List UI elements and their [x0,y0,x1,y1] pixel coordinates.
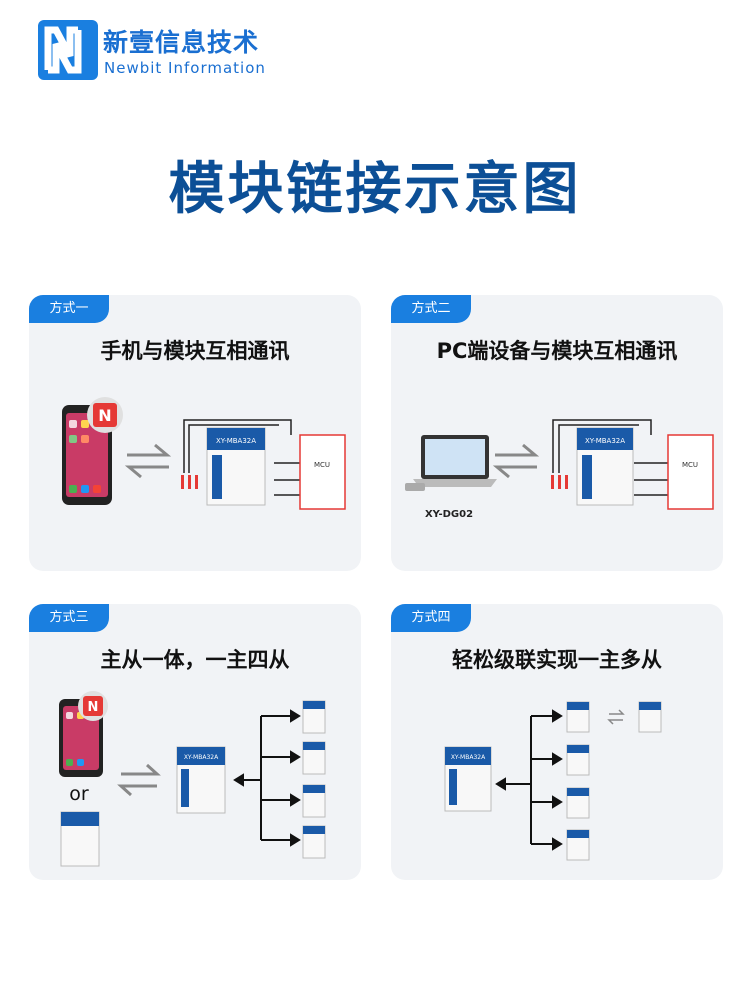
module-icon: XY-MBA32A [206,427,266,506]
module-label: XY-MBA32A [451,754,486,761]
cascade-diagram: XY-MBA32A [444,701,662,861]
panel-method-1: 方式一 手机与模块互相通讯 N [29,295,361,571]
phone-badge-icon: N [87,397,123,433]
newbit-logo-icon [38,20,98,80]
slave-module-icon [302,700,326,859]
brand-name-cn: 新壹信息技术 [103,28,260,57]
bidirectional-arrow-icon [492,443,540,479]
or-label: or [69,783,89,805]
panel-title: 主从一体，一主四从 [100,648,290,672]
bidirectional-arrow-icon [607,709,625,725]
bidirectional-arrow-icon [124,443,172,479]
method-tag: 方式三 [29,604,109,632]
topology-diagram: N or XY-MBA32A [59,691,326,867]
module-icon: XY-MBA32A [576,427,634,506]
connector-lines [495,709,563,851]
connection-diagram: N XY-MBA32A MCU [62,397,346,510]
badge-letter: N [98,406,111,425]
mcu-icon: MCU [667,434,714,510]
mcu-icon: MCU [299,434,346,510]
master-module-icon: XY-MBA32A [444,746,492,812]
badge-letter: N [88,700,99,715]
phone-badge-icon: N [78,691,108,721]
panel-method-2: 方式二 PC端设备与模块互相通讯 XY-DG02 XY-MBA32A [391,295,723,571]
module-label: XY-MBA32A [216,437,256,445]
module-label: XY-MBA32A [184,754,219,761]
panel-title: 手机与模块互相通讯 [100,339,290,363]
method-tag: 方式二 [391,295,471,323]
page-title: 模块链接示意图 [168,157,582,222]
dongle-label: XY-DG02 [425,509,473,520]
mcu-label: MCU [682,461,698,469]
mcu-label: MCU [314,461,330,469]
slave-module-icon [566,701,662,861]
connection-diagram: XY-DG02 XY-MBA32A MCU [405,419,714,520]
method-tag: 方式一 [29,295,109,323]
signal-arrows [181,475,198,489]
module-icon [60,811,100,867]
panel-title: 轻松级联实现一主多从 [452,648,662,672]
bidirectional-arrow-icon [117,763,161,797]
connector-lines [233,709,301,847]
signal-arrows [551,475,568,489]
panel-method-4: 方式四 轻松级联实现一主多从 XY-MBA32A [391,604,723,880]
laptop-icon [405,435,497,491]
master-module-icon: XY-MBA32A [176,746,226,814]
module-label: XY-MBA32A [585,437,625,445]
method-tag: 方式四 [391,604,471,632]
panel-title: PC端设备与模块互相通讯 [436,339,678,363]
brand-name-en: Newbit Information [104,59,266,77]
panel-method-3: 方式三 主从一体，一主四从 N or XY-MBA32A [29,604,361,880]
